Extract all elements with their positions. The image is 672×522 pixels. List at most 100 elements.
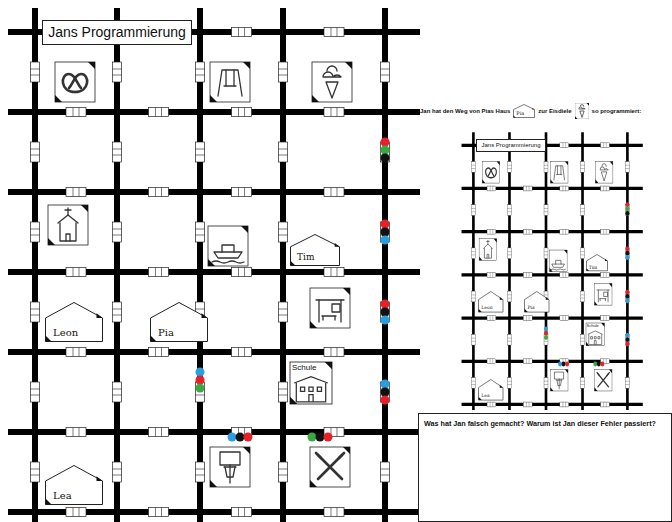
crossing-sensor [581,291,585,302]
traffic-light [236,433,245,442]
corner-mark [482,179,485,183]
crossing-sensor [487,359,496,364]
traffic-light [562,362,566,367]
crossing-sensor [31,222,40,242]
traffic-light [228,433,237,442]
crossing-sensor [331,508,337,517]
icon-stroke [559,379,560,389]
crossing-sensor [149,348,169,357]
traffic-light [244,433,253,442]
icon-stroke [597,373,609,376]
corner-mark [88,62,95,69]
corner-mark [478,397,481,400]
ice-icon [312,62,352,102]
traffic-light [558,362,562,367]
crossing-sensor [601,186,610,191]
crossing-sensor [156,108,162,117]
crossing-sensor [149,108,169,117]
corner-mark [595,179,598,183]
icon-frame [575,103,589,119]
icon-stroke [601,172,606,181]
pretzel-icon [482,161,500,183]
traffic-light [381,380,390,389]
church-icon [479,239,497,261]
crossing-sensor [601,229,610,234]
icon-stroke [294,377,328,383]
tools-icon [594,369,612,391]
icon-stroke [301,387,322,391]
crossing-sensor [544,161,548,172]
crossing-sensor [239,508,245,517]
icon-stroke [578,107,584,109]
house: Lea [45,465,103,505]
crossing-sensor [279,62,288,82]
bus-icon [310,288,350,328]
icon-frame [594,369,612,391]
answer-box: Was hat Jan falsch gemacht? Warum ist Ja… [418,413,672,522]
house-outline [291,235,340,266]
corner-mark [55,95,62,102]
crossing-sensor [471,252,475,255]
crossing-sensor [73,428,79,437]
place-name: Lea [481,393,489,398]
icon-frame [550,161,568,183]
crossing-sensor [66,428,86,437]
traffic-light [196,368,205,377]
crossing-sensor [508,161,512,172]
corner-mark [550,268,553,272]
crossing-sensor [581,252,585,255]
traffic-light [381,300,390,309]
traffic-light [625,247,629,252]
traffic-light [625,294,629,299]
place-name: Tim [297,252,314,262]
crossing-sensor [279,229,288,235]
corner-mark [605,259,608,261]
icon-stroke [229,465,230,483]
crossing-sensor [113,149,122,155]
crossing-sensor [601,272,610,277]
icon-stroke [326,82,338,98]
crossing-sensor [113,69,122,75]
crossing-sensor [331,28,337,37]
crossing-sensor [149,428,169,437]
map-title: Jans Programmierung [481,142,540,149]
place-name: Pia [528,305,535,310]
crossing-sensor [331,108,337,117]
corner-mark [609,284,612,288]
icon-stroke [487,254,489,258]
crossing-sensor [471,208,475,211]
street [462,273,643,276]
crossing-sensor [471,338,475,341]
corner-mark [479,257,482,261]
corner-mark [594,301,597,305]
street [382,8,388,522]
crossing-sensor [601,316,610,321]
crossing-sensor [149,268,169,277]
icon-stroke [332,304,340,312]
crossing-sensor [31,229,40,235]
crossing-sensor [31,389,40,395]
crossing-sensor [581,381,585,384]
crossing-sensor [604,316,607,321]
traffic-light [196,376,205,385]
crossing-sensor [196,469,205,475]
corner-mark [151,336,157,342]
corner-mark [81,205,88,212]
traffic-light [625,342,629,347]
icon-stroke [551,269,565,270]
crossing-sensor [604,229,607,234]
crossing-sensor [471,205,475,216]
traffic-light [593,362,597,367]
house-outline [46,303,103,342]
crossing-sensor [113,142,122,162]
crossing-sensor [31,142,40,162]
crossing-sensor [508,377,512,388]
house: Pia [150,302,208,342]
crossing-sensor [31,149,40,155]
icon-stroke [323,72,341,77]
house-outline [46,466,103,505]
corner-mark [345,62,352,69]
crossing-sensor [544,208,548,211]
crossing-sensor [279,142,288,162]
house: Tim [586,254,608,271]
